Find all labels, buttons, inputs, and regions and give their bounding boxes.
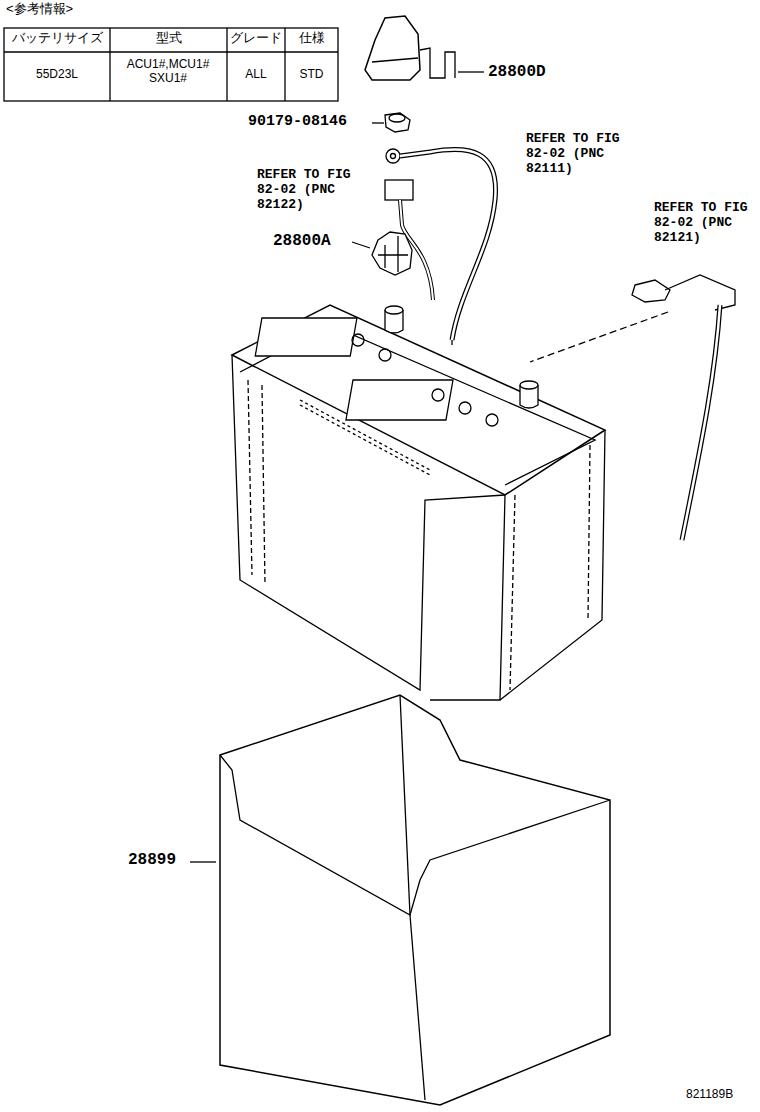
table-cell: ALL [227,68,285,82]
table-cell: 55D23L [4,68,110,82]
figure-code: 821189B [686,1088,733,1102]
part-number: 28800A [273,232,331,250]
part-number: 28899 [128,851,176,869]
table-frame [4,28,338,101]
table-header: バッテリサイズ [4,31,110,46]
table-header: グレード [227,31,285,46]
reference-note: REFER TO FIG 82-02 (PNC 82121) [654,201,750,246]
table-cell: ACU1#,MCU1# SXU1# [118,58,218,86]
table-cell: STD [285,68,338,82]
reference-note: REFER TO FIG 82-02 (PNC 82111) [526,132,622,177]
table-header: 仕様 [285,31,338,46]
reference-note: REFER TO FIG 82-02 (PNC 82122) [257,168,353,213]
note-heading: <参考情報> [6,2,73,17]
part-number: 90179-08146 [248,113,347,130]
part-number: 28800D [488,63,546,81]
table-header: 型式 [110,31,227,46]
